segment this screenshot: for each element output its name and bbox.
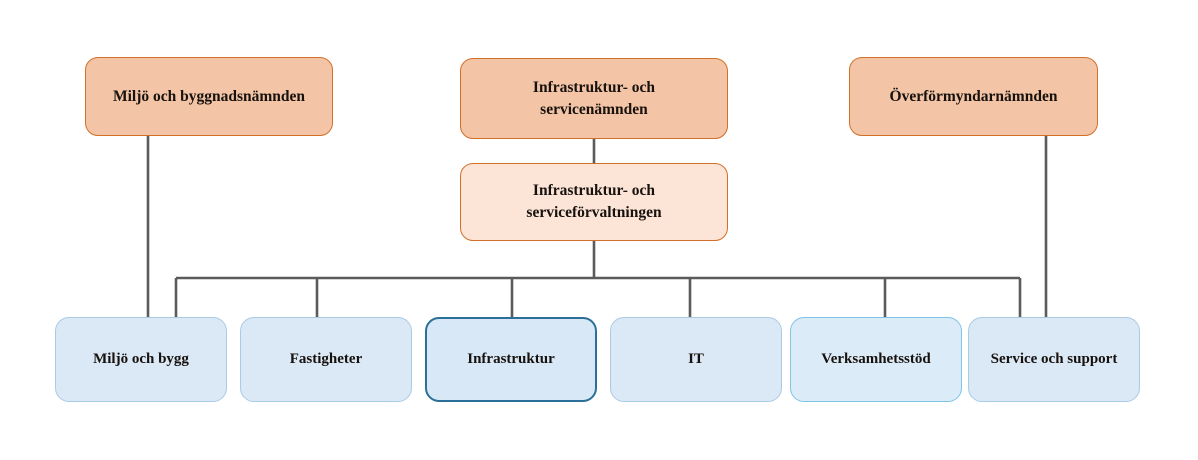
node-label: Infrastruktur	[467, 350, 555, 367]
node-miljo-och-byggnadsnamnden[interactable]: Miljö och byggnadsnämnden	[85, 57, 333, 136]
node-label-line-2: servicenämnden	[540, 100, 648, 118]
node-label-line-1: Infrastruktur- och	[532, 182, 656, 199]
node-infrastruktur-och-servicenamnden[interactable]: Infrastruktur- och servicenämnden	[460, 58, 728, 139]
node-label: Verksamhetsstöd	[821, 350, 931, 367]
node-infrastruktur-och-serviceforvaltningen[interactable]: Infrastruktur- och serviceförvaltningen	[460, 163, 728, 241]
node-it[interactable]: IT	[610, 317, 782, 402]
node-overformyndarnamnden[interactable]: Överförmyndarnämnden	[849, 57, 1098, 136]
node-label: IT	[688, 350, 704, 367]
node-label-line-2: serviceförvaltningen	[526, 204, 662, 221]
node-label: Service och support	[990, 350, 1118, 367]
node-label: Miljö och bygg	[93, 350, 189, 367]
node-label-line-1: Infrastruktur- och	[532, 78, 656, 96]
node-label: Fastigheter	[289, 350, 363, 367]
node-verksamhetsstod[interactable]: Verksamhetsstöd	[790, 317, 962, 402]
node-infrastruktur[interactable]: Infrastruktur	[425, 317, 597, 402]
node-label: Överförmyndarnämnden	[889, 87, 1058, 105]
node-label: Infrastruktur- och servicenämnden	[471, 77, 717, 121]
node-miljo-och-bygg[interactable]: Miljö och bygg	[55, 317, 227, 402]
node-label: Infrastruktur- och serviceförvaltningen	[471, 180, 717, 224]
node-label: Miljö och byggnadsnämnden	[112, 87, 306, 105]
node-service-och-support[interactable]: Service och support	[968, 317, 1140, 402]
node-fastigheter[interactable]: Fastigheter	[240, 317, 412, 402]
